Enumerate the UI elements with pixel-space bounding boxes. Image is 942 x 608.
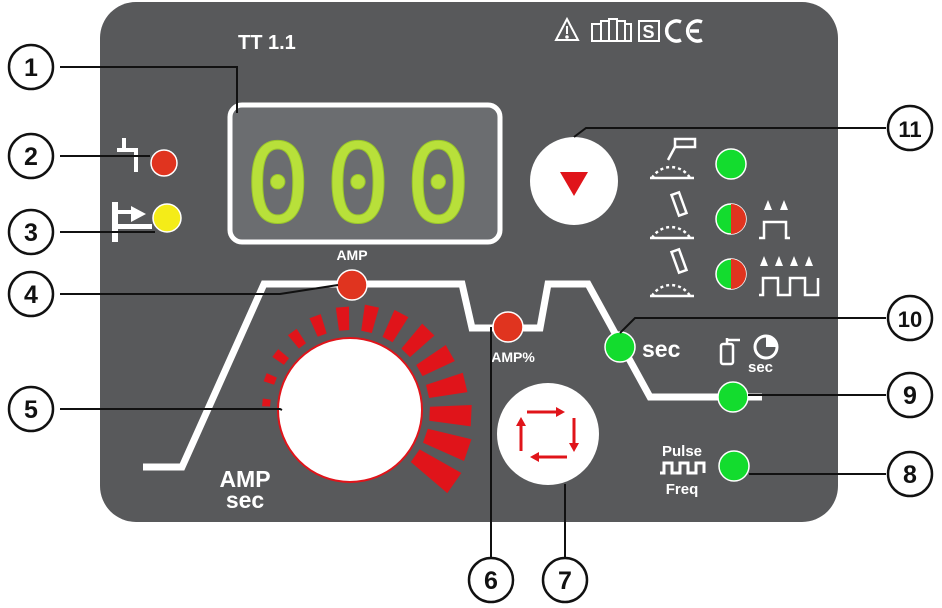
- led-10-downslope: [604, 331, 636, 363]
- dial-scale-segment: [262, 398, 271, 407]
- svg-text:11: 11: [898, 117, 921, 142]
- dial-scale-segments: [262, 304, 472, 494]
- label-freq: Freq: [666, 481, 699, 498]
- dial-scale-segment: [401, 323, 435, 358]
- display-frame: [227, 102, 503, 245]
- callout-11: 11: [886, 104, 934, 152]
- manual-icon: [591, 18, 632, 42]
- led-3-yellow: [152, 203, 182, 233]
- dial-scale-segment: [263, 373, 277, 385]
- callout-8: 8: [886, 450, 934, 498]
- safety-s-icon: S: [638, 20, 660, 42]
- led-mode-3-red-half: [731, 259, 746, 289]
- callout-4: 4: [7, 270, 55, 318]
- model-label: TT 1.1: [238, 32, 296, 54]
- two-step-icon: [759, 200, 790, 240]
- label-pulse: Pulse: [662, 443, 702, 460]
- dial-scale-segment: [382, 309, 409, 343]
- dial-scale-segment: [335, 306, 350, 331]
- clock-icon: [753, 334, 779, 360]
- label-sec-gas: sec: [748, 359, 773, 376]
- svg-text:1: 1: [24, 54, 38, 82]
- svg-text:6: 6: [484, 567, 498, 595]
- callout-leaders: [60, 66, 886, 557]
- cycle-button[interactable]: [497, 383, 599, 485]
- callout-9: 9: [886, 371, 934, 419]
- led-4-amp: [336, 269, 368, 301]
- torch-icon-2: [650, 190, 694, 240]
- svg-text:8: 8: [903, 461, 917, 489]
- label-dial-amp: AMP: [219, 466, 270, 492]
- tig-lift-icon: [117, 138, 138, 172]
- callout-1: 1: [7, 43, 55, 91]
- led-8-pulse: [718, 450, 750, 482]
- warning-icon: [554, 16, 580, 41]
- svg-text:7: 7: [558, 567, 572, 595]
- callout-5: 5: [7, 385, 55, 433]
- svg-text:S: S: [643, 22, 655, 42]
- callout-10: 10: [886, 294, 934, 342]
- ce-mark: [664, 19, 703, 43]
- callout-2: 2: [7, 132, 55, 180]
- dial-scale-segment: [410, 449, 462, 494]
- label-amp-top: AMP: [336, 247, 367, 263]
- display-value: 000: [245, 120, 486, 248]
- pulse-wave-icon: [660, 461, 706, 475]
- svg-text:2: 2: [24, 143, 38, 171]
- four-step-icon: [759, 256, 820, 297]
- cycle-arrows-icon: [516, 407, 579, 462]
- svg-text:5: 5: [24, 396, 38, 424]
- down-arrow-icon: [560, 172, 588, 196]
- gas-bottle-icon: [719, 338, 740, 366]
- callout-6: 6: [467, 556, 515, 604]
- led-mode-2-red-half: [731, 204, 746, 234]
- dial-knob[interactable]: [277, 337, 423, 483]
- label-sec-downslope: sec: [642, 336, 681, 362]
- dial-scale-segment: [429, 405, 472, 427]
- svg-text:9: 9: [903, 382, 917, 410]
- dial-scale-segment: [272, 349, 289, 365]
- label-dial-sec: sec: [226, 487, 265, 513]
- dial-scale-segment: [426, 372, 468, 398]
- torch-icon-3: [650, 247, 694, 298]
- led-mode-1: [715, 148, 747, 180]
- svg-text:3: 3: [24, 219, 38, 247]
- weld-mode-icon: [112, 202, 152, 242]
- dial-scale-segment: [309, 314, 327, 337]
- led-9-gas-post: [717, 381, 749, 413]
- dial-scale-segment: [287, 328, 306, 349]
- callout-7: 7: [541, 556, 589, 604]
- dial-scale-segment: [416, 345, 455, 377]
- led-2-red: [150, 149, 178, 177]
- svg-text:4: 4: [24, 281, 38, 309]
- svg-text:10: 10: [898, 307, 922, 332]
- callout-3: 3: [7, 208, 55, 256]
- dial-scale-segment: [423, 428, 472, 461]
- label-amp-percent: AMP%: [491, 349, 535, 365]
- led-6-amp-percent: [492, 311, 524, 343]
- dial-scale-segment: [361, 304, 379, 333]
- torch-icon-1: [650, 137, 697, 180]
